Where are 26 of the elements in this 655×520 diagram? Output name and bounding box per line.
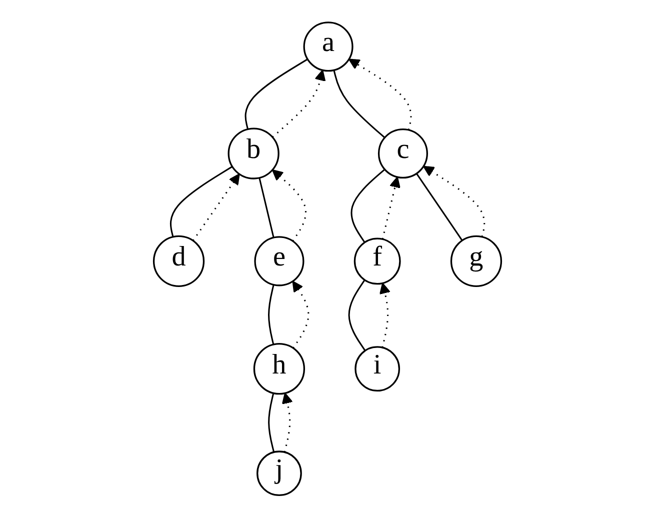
tree-edge [268,284,274,345]
parent-pointer-arrow [382,176,400,240]
parent-pointer-arrow [348,58,412,130]
tree-edge [258,178,274,238]
tree-node-circle: e [254,236,304,286]
tree-node-circle: c [378,128,428,179]
tree-node-circle: a [303,22,354,72]
tree-node-circle: f [354,238,401,285]
tree-node-circle: j [256,450,302,496]
tree-edge [333,70,386,138]
parent-pointer-arrow [272,70,326,138]
tree-edge [348,280,366,352]
tree-node-circle: g [450,235,502,287]
parent-pointer-arrow [379,282,390,348]
parent-pointer-arrow [282,392,293,452]
tree-node-circle: d [152,235,205,287]
parent-pointer-arrow [192,174,240,242]
tree-node-circle: i [354,346,400,392]
tree-edge [244,58,308,130]
tree-edge [350,168,386,243]
parent-pointer-arrow [422,166,486,238]
tree-node-circle: b [228,128,280,180]
tree-edge [268,392,275,452]
tree-edge [416,173,463,241]
tree-edge [170,166,233,238]
tree-node-circle: h [253,343,306,395]
